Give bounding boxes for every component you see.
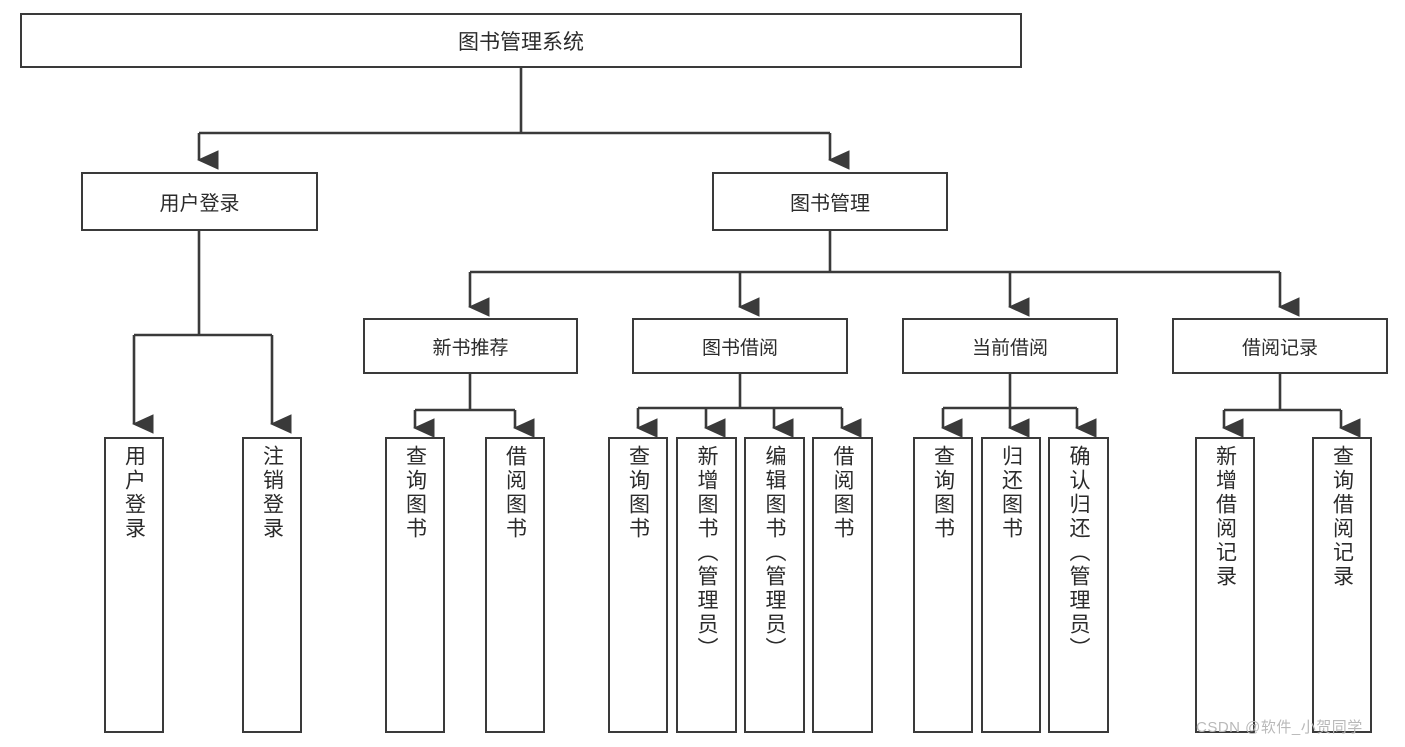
leaf-label: 借阅图书 [503, 445, 527, 541]
leaf-current-borrow-1[interactable]: 归还图书 [981, 437, 1041, 733]
leaf-label: 查询借阅记录 [1330, 445, 1354, 589]
leaf-book-borrow-1[interactable]: 新增图书（管理员） [676, 437, 737, 733]
leaf-label: 用户登录 [122, 445, 146, 541]
node-book-borrow[interactable]: 图书借阅 [632, 318, 848, 374]
leaf-borrow-record-1[interactable]: 查询借阅记录 [1312, 437, 1372, 733]
node-book-management[interactable]: 图书管理 [712, 172, 948, 231]
node-label: 新书推荐 [432, 337, 509, 359]
node-label: 图书管理 [790, 193, 870, 215]
node-label: 图书借阅 [701, 337, 778, 359]
leaf-user-login-1[interactable]: 注销登录 [242, 437, 302, 733]
leaf-new-book-recommend-0[interactable]: 查询图书 [385, 437, 445, 733]
node-label: 用户登录 [159, 193, 240, 215]
leaf-label: 编辑图书（管理员） [763, 445, 786, 661]
leaf-book-borrow-2[interactable]: 编辑图书（管理员） [744, 437, 805, 733]
leaf-current-borrow-0[interactable]: 查询图书 [913, 437, 973, 733]
leaf-label: 新增借阅记录 [1213, 445, 1237, 589]
node-label: 借阅记录 [1241, 337, 1318, 359]
leaf-user-login-0[interactable]: 用户登录 [104, 437, 164, 733]
node-borrow-record[interactable]: 借阅记录 [1172, 318, 1388, 374]
leaf-label: 注销登录 [260, 445, 284, 541]
leaf-book-borrow-0[interactable]: 查询图书 [608, 437, 668, 733]
node-label: 当前借阅 [971, 337, 1048, 359]
node-new-book-recommend[interactable]: 新书推荐 [363, 318, 578, 374]
leaf-label: 查询图书 [931, 445, 955, 541]
node-user-login[interactable]: 用户登录 [81, 172, 318, 231]
watermark: CSDN @软件_小贺同学 [1196, 719, 1363, 736]
leaf-book-borrow-3[interactable]: 借阅图书 [812, 437, 873, 733]
leaf-label: 确认归还（管理员） [1067, 445, 1090, 661]
leaf-new-book-recommend-1[interactable]: 借阅图书 [485, 437, 545, 733]
leaf-current-borrow-2[interactable]: 确认归还（管理员） [1048, 437, 1109, 733]
node-current-borrow[interactable]: 当前借阅 [902, 318, 1118, 374]
leaf-borrow-record-0[interactable]: 新增借阅记录 [1195, 437, 1255, 733]
node-root-system[interactable]: 图书管理系统 [20, 13, 1022, 68]
leaf-label: 借阅图书 [831, 445, 854, 541]
leaf-label: 归还图书 [999, 445, 1023, 541]
leaf-label: 查询图书 [626, 445, 650, 541]
leaf-label: 新增图书（管理员） [695, 445, 718, 661]
leaf-label: 查询图书 [403, 445, 427, 541]
node-label: 图书管理系统 [458, 30, 584, 54]
